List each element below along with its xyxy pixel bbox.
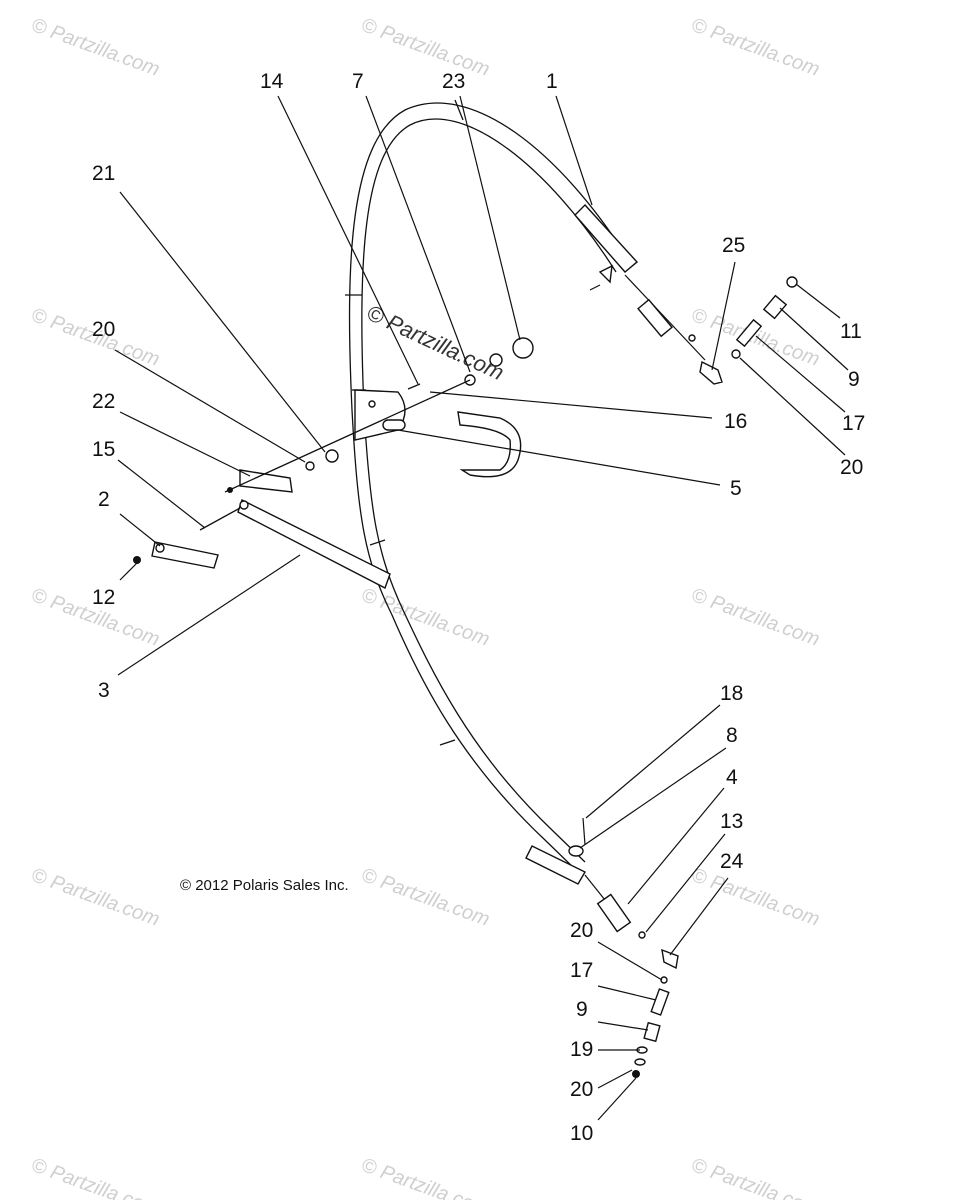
callout-16: 16 (724, 410, 747, 433)
watermark-layer: © Partzilla.com © Partzilla.com © Partzi… (28, 14, 822, 1200)
watermark: © Partzilla.com (28, 1154, 162, 1200)
watermark: © Partzilla.com (358, 14, 492, 81)
watermark: © Partzilla.com (358, 1154, 492, 1200)
callout-1: 1 (546, 70, 558, 93)
leader-lines (114, 95, 849, 1121)
callout-7: 7 (352, 70, 364, 93)
throttle-cable (345, 99, 639, 885)
callout-18: 18 (720, 682, 743, 705)
callout-9: 9 (848, 368, 860, 391)
callout-23: 23 (442, 70, 465, 93)
callout-17: 17 (570, 959, 593, 982)
center-watermark: © Partzilla.com (363, 300, 508, 385)
callout-2: 2 (98, 488, 110, 511)
mounting-bracket (133, 337, 534, 589)
callout-15: 15 (92, 438, 115, 461)
watermark: © Partzilla.com (688, 304, 822, 371)
watermark: © Partzilla.com (688, 14, 822, 81)
callout-20: 20 (840, 456, 863, 479)
watermark: © Partzilla.com (688, 584, 822, 651)
callout-25: 25 (722, 234, 745, 257)
callout-24: 24 (720, 850, 744, 873)
callout-3: 3 (98, 679, 110, 702)
watermark: © Partzilla.com (688, 864, 822, 931)
callout-10: 10 (570, 1122, 593, 1145)
copyright-notice: © 2012 Polaris Sales Inc. (180, 877, 349, 894)
callout-13: 13 (720, 810, 743, 833)
watermark: © Partzilla.com (358, 584, 492, 651)
callout-17: 17 (842, 412, 865, 435)
callout-21: 21 (92, 162, 115, 185)
upper-cable-end (589, 264, 798, 385)
watermark: © Partzilla.com (28, 864, 162, 931)
callout-5: 5 (730, 477, 742, 500)
callout-20: 20 (92, 318, 115, 341)
callout-4: 4 (726, 766, 738, 789)
callout-20: 20 (570, 1078, 593, 1101)
callout-22: 22 (92, 390, 115, 413)
callout-19: 19 (570, 1038, 593, 1061)
callout-8: 8 (726, 724, 738, 747)
callout-labels: 14 7 23 1 21 25 11 20 9 22 16 17 20 15 5… (92, 70, 865, 1145)
lower-cable-end (568, 817, 679, 1078)
watermark: © Partzilla.com (28, 14, 162, 81)
callout-14: 14 (260, 70, 284, 93)
callout-11: 11 (840, 320, 862, 343)
callout-9: 9 (576, 998, 588, 1021)
callout-20: 20 (570, 919, 593, 942)
watermark: © Partzilla.com (358, 864, 492, 931)
watermark: © Partzilla.com (688, 1154, 822, 1200)
callout-12: 12 (92, 586, 115, 609)
